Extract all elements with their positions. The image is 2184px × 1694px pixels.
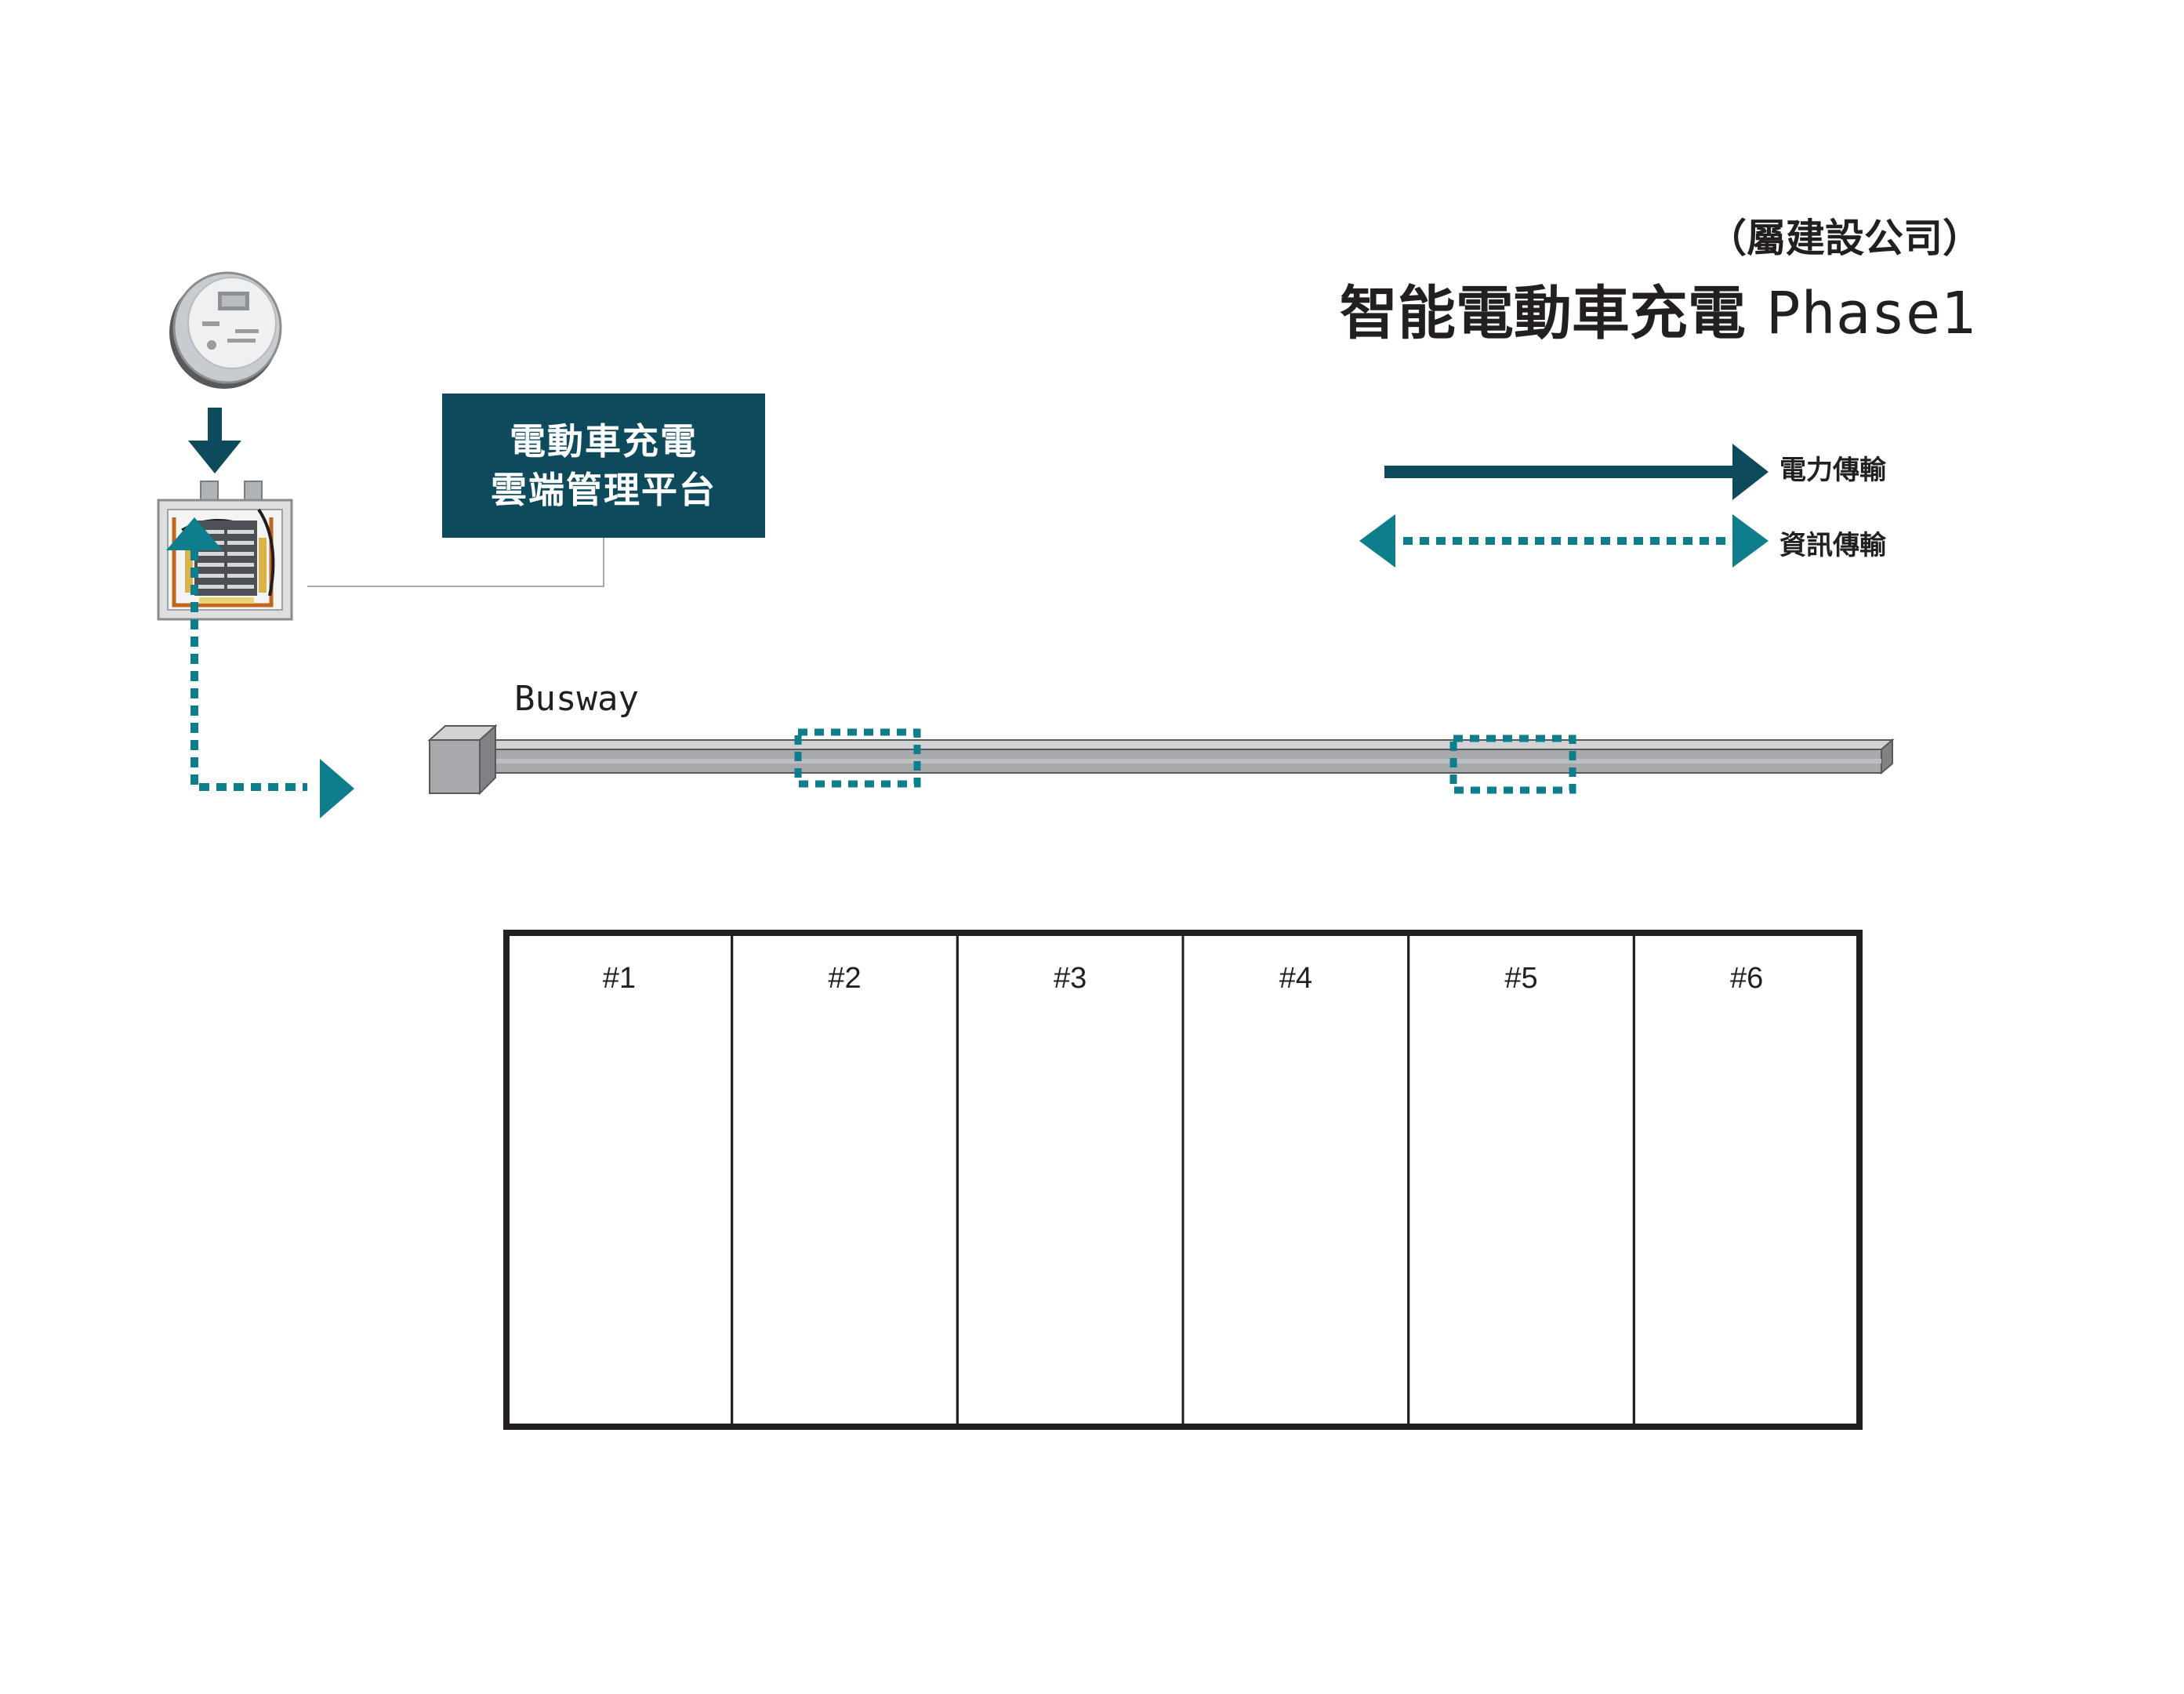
- busway-tapoff-1: [794, 728, 921, 788]
- cloud-platform-line1: 電動車充電: [510, 420, 698, 462]
- parking-slots: #1 #2 #3 #4 #5 #6: [503, 930, 1863, 1430]
- busway-end-box: [427, 724, 498, 796]
- panel-to-cloud-connector: [307, 538, 604, 587]
- parking-area-outline: [503, 930, 1863, 1430]
- legend-data-label: 資訊傳輸: [1779, 530, 1886, 561]
- panel-data-arrowhead: [320, 759, 354, 818]
- parking-slot-label-4: #4: [1279, 962, 1312, 995]
- meter-to-panel-power-arrow: [188, 408, 241, 473]
- panel-data-up-arrow: [166, 517, 223, 550]
- parking-slot-label-1: #1: [603, 962, 636, 995]
- busway-label: Busway: [514, 679, 639, 719]
- title-phase: Phase1: [1765, 280, 1975, 347]
- busway-tapoff-2: [1449, 735, 1576, 794]
- parking-slot-label-5: #5: [1504, 962, 1537, 995]
- parking-slot-2: [731, 931, 959, 1428]
- cloud-platform-line2: 雲端管理平台: [491, 469, 717, 511]
- parking-slot-4: [1181, 931, 1410, 1428]
- parking-slot-6: [1632, 931, 1861, 1428]
- busway: [476, 738, 1895, 775]
- parking-slot-1: [505, 931, 734, 1428]
- legend-data-arrow: [1359, 514, 1769, 568]
- title-zh: 智能電動車充電: [1339, 280, 1746, 347]
- parking-slot-5: [1407, 931, 1635, 1428]
- parking-slot-label-2: #2: [828, 962, 861, 995]
- parking-slot-label-6: #6: [1730, 962, 1763, 995]
- panel-data-line: [190, 550, 307, 791]
- page-title: 智能電動車充電 Phase1: [1301, 267, 1975, 347]
- cloud-platform-box: 電動車充電 雲端管理平台: [442, 394, 765, 538]
- company-subtitle: （屬建設公司）: [1707, 216, 1982, 261]
- electric-meter-icon: [169, 271, 282, 389]
- parking-slot-label-3: #3: [1054, 962, 1087, 995]
- legend-power-arrow: [1384, 444, 1769, 500]
- parking-slot-3: [956, 931, 1185, 1428]
- legend-power-label: 電力傳輸: [1779, 455, 1886, 486]
